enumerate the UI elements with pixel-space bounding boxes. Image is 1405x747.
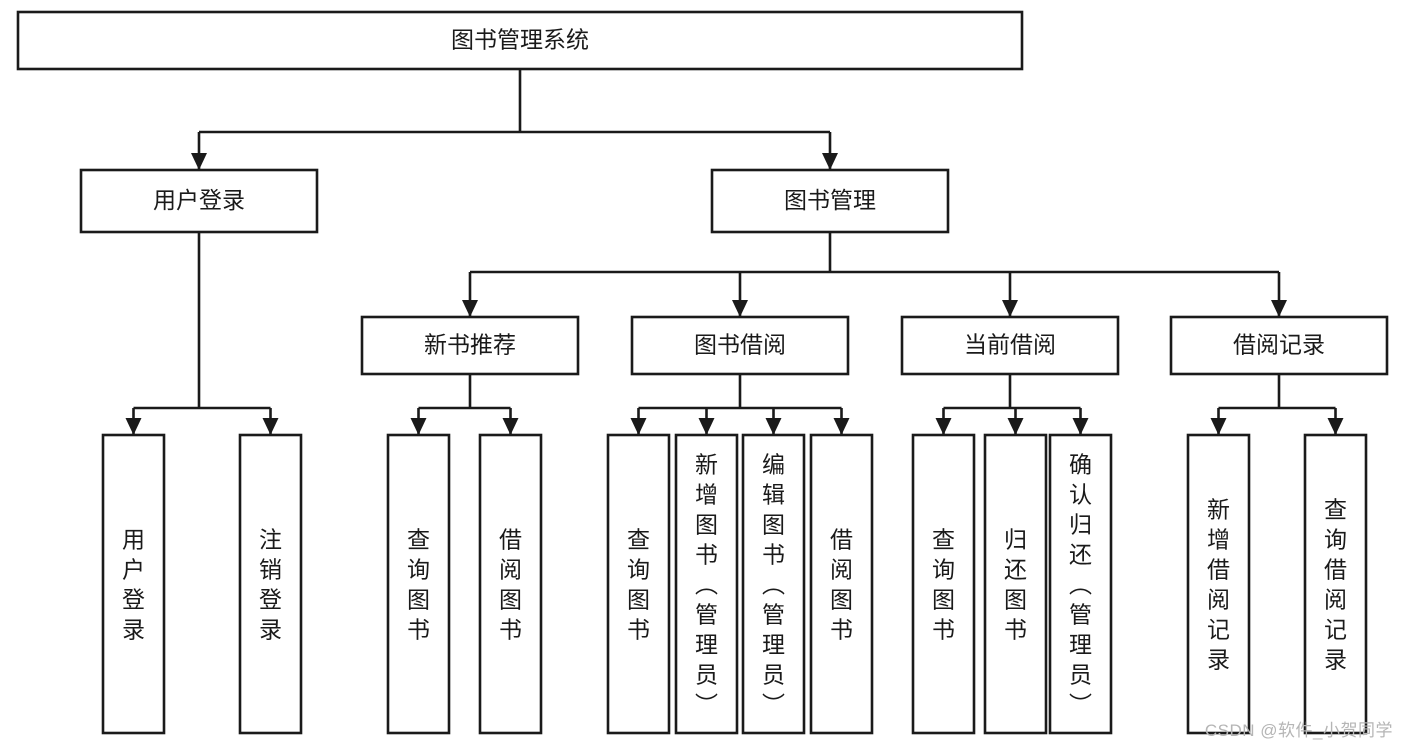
node-box-leaf-confirm-return[interactable] (1048, 433, 1113, 735)
node-leaf-logout[interactable]: 注销登录 (238, 433, 303, 735)
node-box-book-borrow[interactable] (630, 315, 850, 376)
node-label-book-manage: 图书管理 (784, 187, 876, 213)
arrow-head-icon-borrow-record-0 (1210, 418, 1227, 435)
node-leaf-query-book-2[interactable]: 查询图书 (606, 433, 671, 735)
node-label-leaf-return-book: 归还图书 (1004, 526, 1027, 642)
node-box-leaf-add-record[interactable] (1186, 433, 1251, 735)
node-box-leaf-query-book-1[interactable] (386, 433, 451, 735)
arrow-head-icon-current-borrow-1 (1007, 418, 1024, 435)
nodes-layer: 图书管理系统用户登录图书管理新书推荐图书借阅当前借阅借阅记录用户登录注销登录查询… (16, 10, 1389, 735)
node-root[interactable]: 图书管理系统 (16, 10, 1024, 71)
node-box-user-login[interactable] (79, 168, 319, 234)
arrow-head-icon-new-book-rec-1 (502, 418, 519, 435)
arrow-head-icon-current-borrow-0 (935, 418, 952, 435)
arrow-head-icon-book-borrow-2 (765, 418, 782, 435)
node-box-current-borrow[interactable] (900, 315, 1120, 376)
node-label-leaf-logout: 注销登录 (259, 526, 282, 642)
node-leaf-borrow-book-2[interactable]: 借阅图书 (809, 433, 874, 735)
node-box-leaf-query-record[interactable] (1303, 433, 1368, 735)
node-box-leaf-query-book-2[interactable] (606, 433, 671, 735)
node-box-leaf-return-book[interactable] (983, 433, 1048, 735)
node-leaf-add-record[interactable]: 新增借阅记录 (1186, 433, 1251, 735)
node-label-leaf-query-record: 查询借阅记录 (1324, 496, 1347, 672)
node-box-leaf-borrow-book-2[interactable] (809, 433, 874, 735)
node-label-leaf-user-login: 用户登录 (122, 526, 145, 642)
arrow-head-icon-book-manage-1 (732, 300, 748, 317)
arrow-head-icon-current-borrow-2 (1072, 418, 1089, 435)
node-box-leaf-query-book-3[interactable] (911, 433, 976, 735)
node-user-login[interactable]: 用户登录 (79, 168, 319, 234)
node-leaf-edit-book[interactable]: 编辑图书︵管理员︶ (741, 433, 806, 735)
node-box-leaf-borrow-book-1[interactable] (478, 433, 543, 735)
node-new-book-rec[interactable]: 新书推荐 (360, 315, 580, 376)
node-box-leaf-edit-book[interactable] (741, 433, 806, 735)
node-leaf-query-book-1[interactable]: 查询图书 (386, 433, 451, 735)
node-box-new-book-rec[interactable] (360, 315, 580, 376)
node-label-leaf-borrow-book-1: 借阅图书 (499, 526, 522, 642)
node-label-leaf-query-book-1: 查询图书 (407, 526, 430, 642)
node-label-root: 图书管理系统 (451, 27, 589, 53)
node-label-current-borrow: 当前借阅 (964, 332, 1056, 358)
node-label-new-book-rec: 新书推荐 (424, 332, 516, 358)
node-book-borrow[interactable]: 图书借阅 (630, 315, 850, 376)
node-box-leaf-add-book[interactable] (674, 433, 739, 735)
node-borrow-record[interactable]: 借阅记录 (1169, 315, 1389, 376)
node-label-book-borrow: 图书借阅 (694, 332, 786, 358)
node-box-leaf-logout[interactable] (238, 433, 303, 735)
node-leaf-query-book-3[interactable]: 查询图书 (911, 433, 976, 735)
arrow-head-icon-new-book-rec-0 (410, 418, 427, 435)
arrow-head-icon-book-borrow-1 (698, 418, 715, 435)
node-label-leaf-borrow-book-2: 借阅图书 (830, 526, 853, 642)
arrow-head-icon-book-borrow-0 (630, 418, 647, 435)
arrow-head-icon-root-0 (191, 153, 207, 170)
node-leaf-user-login[interactable]: 用户登录 (101, 433, 166, 735)
arrow-head-icon-book-borrow-3 (833, 418, 850, 435)
node-box-root[interactable] (16, 10, 1024, 71)
node-label-user-login: 用户登录 (153, 187, 245, 213)
node-label-leaf-confirm-return: 确认归还︵管理员︶ (1069, 451, 1092, 717)
node-leaf-borrow-book-1[interactable]: 借阅图书 (478, 433, 543, 735)
node-label-borrow-record: 借阅记录 (1233, 332, 1325, 358)
arrow-head-icon-book-manage-3 (1271, 300, 1287, 317)
arrow-head-icon-book-manage-0 (462, 300, 478, 317)
node-leaf-return-book[interactable]: 归还图书 (983, 433, 1048, 735)
node-label-leaf-add-record: 新增借阅记录 (1207, 496, 1230, 672)
node-leaf-confirm-return[interactable]: 确认归还︵管理员︶ (1048, 433, 1113, 735)
node-box-book-manage[interactable] (710, 168, 950, 234)
node-box-borrow-record[interactable] (1169, 315, 1389, 376)
node-leaf-add-book[interactable]: 新增图书︵管理员︶ (674, 433, 739, 735)
csdn-watermark: CSDN @软件_小贺同学 (1204, 721, 1393, 740)
node-label-leaf-add-book: 新增图书︵管理员︶ (695, 451, 718, 717)
node-label-leaf-edit-book: 编辑图书︵管理员︶ (762, 451, 785, 717)
node-leaf-query-record[interactable]: 查询借阅记录 (1303, 433, 1368, 735)
connectors-layer (125, 69, 1344, 435)
arrow-head-icon-user-login-1 (262, 418, 279, 435)
node-label-leaf-query-book-3: 查询图书 (932, 526, 955, 642)
node-box-leaf-user-login[interactable] (101, 433, 166, 735)
arrow-head-icon-borrow-record-1 (1327, 418, 1344, 435)
node-label-leaf-query-book-2: 查询图书 (627, 526, 650, 642)
arrow-head-icon-root-1 (822, 153, 838, 170)
node-current-borrow[interactable]: 当前借阅 (900, 315, 1120, 376)
arrow-head-icon-book-manage-2 (1002, 300, 1018, 317)
arrow-head-icon-user-login-0 (125, 418, 142, 435)
node-book-manage[interactable]: 图书管理 (710, 168, 950, 234)
